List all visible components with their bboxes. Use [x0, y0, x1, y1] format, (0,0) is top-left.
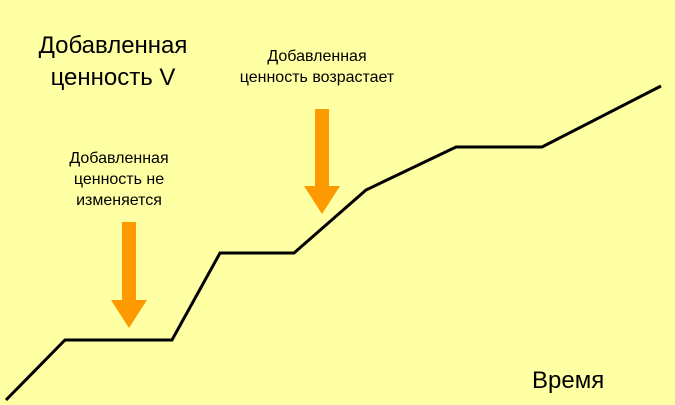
rising-arrow [304, 109, 340, 214]
flat-arrow-shaft [122, 222, 136, 300]
annotation-value-unchanged: Добавленная ценность не изменяется [69, 150, 169, 209]
value-growth-line [4, 84, 662, 402]
rising-arrow-head [304, 186, 340, 214]
flat-arrow-head [111, 300, 147, 328]
flat-arrow [111, 222, 147, 328]
y-axis-label: Добавленная ценность V [38, 32, 188, 91]
rising-arrow-shaft [315, 109, 329, 186]
x-axis-label: Время [532, 367, 605, 394]
annotation-value-rising: Добавленная ценность возрастает [239, 48, 395, 86]
